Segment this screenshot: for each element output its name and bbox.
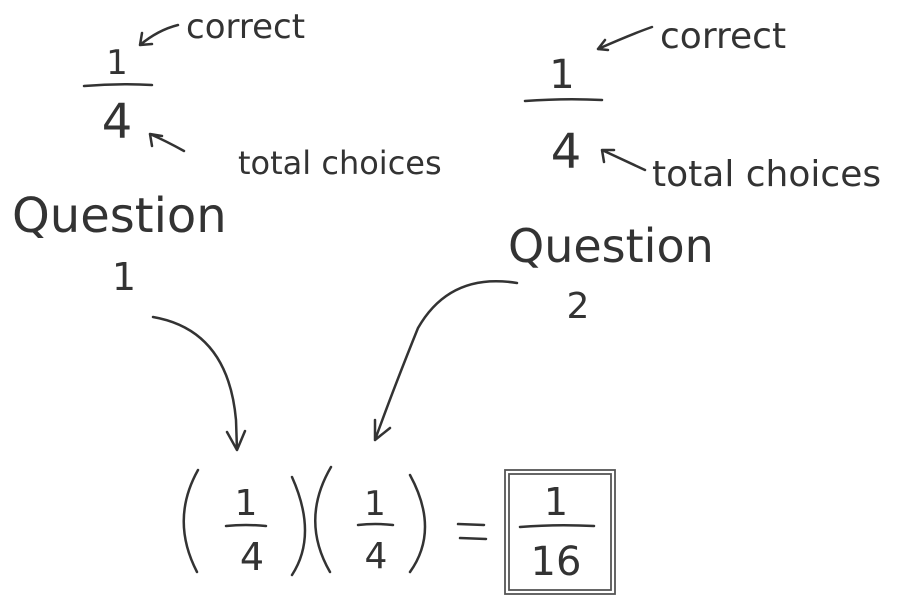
q2-numerator: 1: [549, 52, 574, 98]
right-paren-2: [408, 473, 427, 574]
factor1-denominator: 4: [240, 535, 264, 579]
q1-fraction-bar: [82, 82, 154, 88]
q2-denominator: 4: [551, 124, 582, 180]
q1-choices-note: total choices: [238, 144, 442, 182]
left-paren-1: [182, 468, 200, 574]
q1-correct-arrow: [138, 23, 180, 47]
q2-question-number: 2: [567, 286, 590, 327]
q1-denominator: 4: [102, 94, 133, 150]
result-fraction-bar: [518, 523, 596, 529]
q2-question-word: Question: [508, 219, 714, 273]
factor2-numerator: 1: [364, 484, 386, 524]
equals-sign: [456, 522, 488, 541]
q1-question-word: Question: [12, 188, 227, 244]
q2-to-factor2-arrow: [373, 279, 519, 442]
q2-correct-arrow: [596, 25, 654, 52]
left-paren-2: [314, 465, 333, 574]
factor1-fraction-bar: [224, 523, 268, 528]
right-paren-1: [290, 475, 307, 577]
q2-choices-note: total choices: [652, 154, 881, 195]
factor2-denominator: 4: [365, 536, 388, 577]
q1-correct-note: correct: [186, 7, 305, 47]
result-box: [504, 469, 616, 595]
q2-fraction-bar: [523, 97, 604, 103]
result-denominator: 16: [531, 539, 582, 585]
q2-correct-note: correct: [660, 16, 786, 57]
q1-question-number: 1: [112, 255, 136, 299]
q2-choices-arrow: [600, 148, 647, 172]
result-numerator: 1: [544, 480, 568, 524]
q1-numerator: 1: [106, 43, 128, 83]
result-box-inner: [508, 473, 612, 591]
q1-to-factor1-arrow: [151, 315, 247, 452]
q1-choices-arrow: [148, 132, 186, 153]
factor2-fraction-bar: [356, 522, 395, 527]
factor1-numerator: 1: [235, 483, 258, 524]
